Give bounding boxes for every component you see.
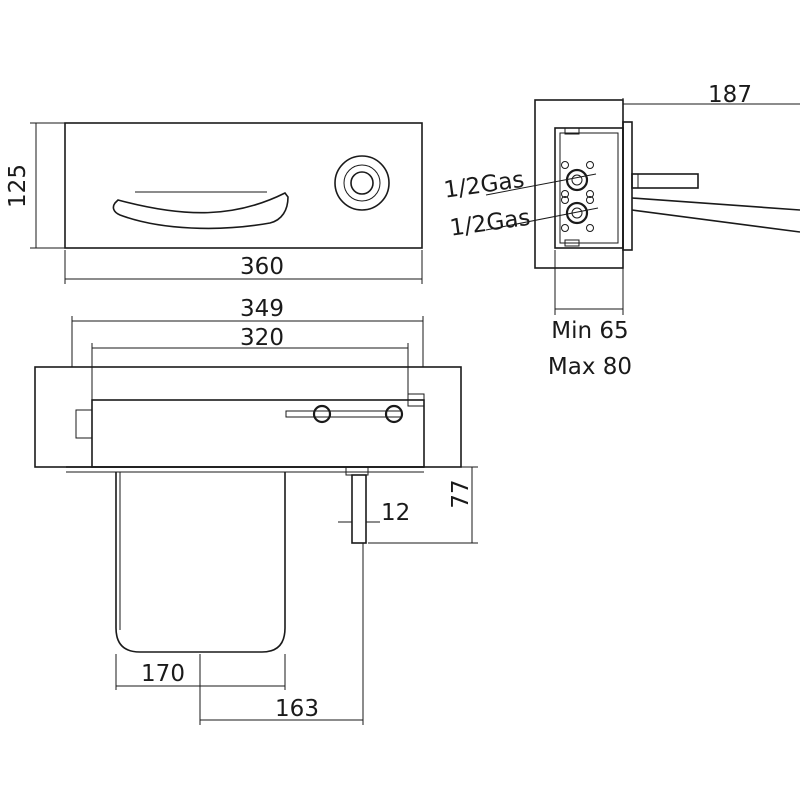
dim-170: 170 xyxy=(141,661,185,687)
plan-view: 349 320 77 12 170 163 xyxy=(34,296,478,725)
front-view: 125 360 xyxy=(5,122,423,284)
valve-right xyxy=(384,404,404,424)
label-max: Max 80 xyxy=(548,354,632,380)
dim-360: 360 xyxy=(240,254,284,280)
dim-163: 163 xyxy=(275,696,319,722)
spout-plan xyxy=(115,472,286,653)
label-inlet-top: 1/2Gas xyxy=(442,167,526,204)
front-panel xyxy=(64,122,423,249)
dim-12: 12 xyxy=(381,500,410,526)
spout-side xyxy=(631,197,800,233)
dim-125: 125 xyxy=(5,164,31,208)
side-view: 1/2Gas 1/2Gas 187 Min 65 Max 80 xyxy=(442,82,800,380)
spout-outline xyxy=(112,191,289,230)
dim-349: 349 xyxy=(240,296,284,322)
dim-187: 187 xyxy=(708,82,752,108)
dim-77: 77 xyxy=(448,479,474,508)
label-inlet-bottom: 1/2Gas xyxy=(448,205,532,242)
inlet-bottom-fitting xyxy=(565,201,589,225)
control-knob xyxy=(334,155,390,211)
dim-320: 320 xyxy=(240,325,284,351)
label-min: Min 65 xyxy=(551,318,628,344)
inlet-top-fitting xyxy=(565,168,589,192)
valve-left xyxy=(312,404,332,424)
